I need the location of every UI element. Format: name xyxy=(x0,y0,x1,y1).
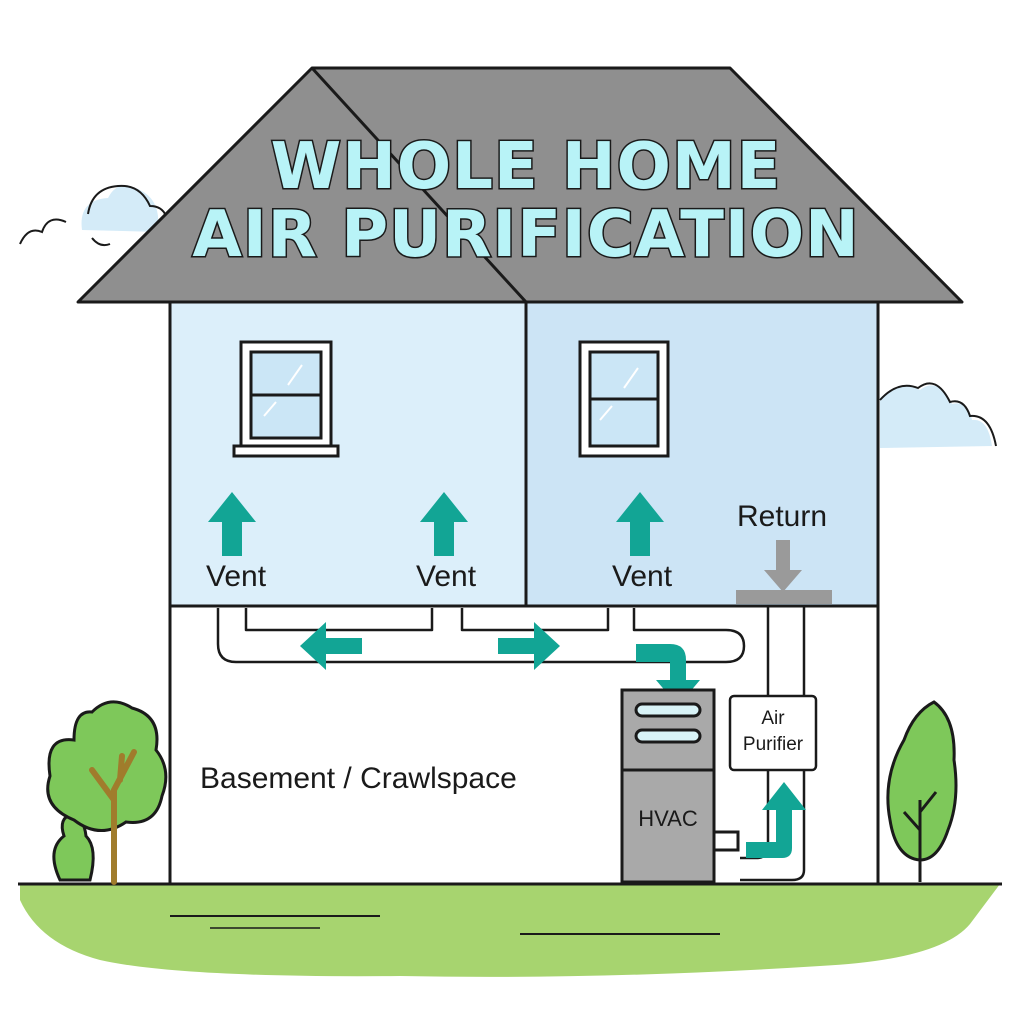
purifier-label-line1: Air xyxy=(761,708,785,729)
cloud-left xyxy=(19,184,167,247)
ground xyxy=(18,882,1002,977)
window-right xyxy=(578,340,670,458)
vent-label-1: Vent xyxy=(206,560,267,593)
basement-label: Basement / Crawlspace xyxy=(200,762,517,795)
vent-label-2: Vent xyxy=(416,560,477,593)
title-line-2: AIR PURIFICATION xyxy=(192,198,859,272)
tree-right xyxy=(886,700,958,882)
title-line-1: WHOLE HOME xyxy=(271,130,782,204)
air-purifier xyxy=(728,694,818,772)
flow-arrow-up xyxy=(746,782,806,858)
roof xyxy=(76,66,964,304)
return-arrow xyxy=(736,540,832,604)
cloud-right xyxy=(879,382,997,448)
purifier-label-line2: Purifier xyxy=(743,734,804,755)
vent-arrow-2 xyxy=(420,492,468,556)
flow-arrow-right xyxy=(498,622,560,670)
hvac-unit xyxy=(620,688,740,884)
return-label: Return xyxy=(737,500,827,533)
vent-arrow-3 xyxy=(616,492,664,556)
vent-label-3: Vent xyxy=(612,560,673,593)
vent-arrow-1 xyxy=(208,492,256,556)
hvac-label: HVAC xyxy=(638,806,698,831)
tree-left xyxy=(46,700,168,885)
flow-arrow-left xyxy=(300,622,362,670)
window-left xyxy=(232,340,340,458)
